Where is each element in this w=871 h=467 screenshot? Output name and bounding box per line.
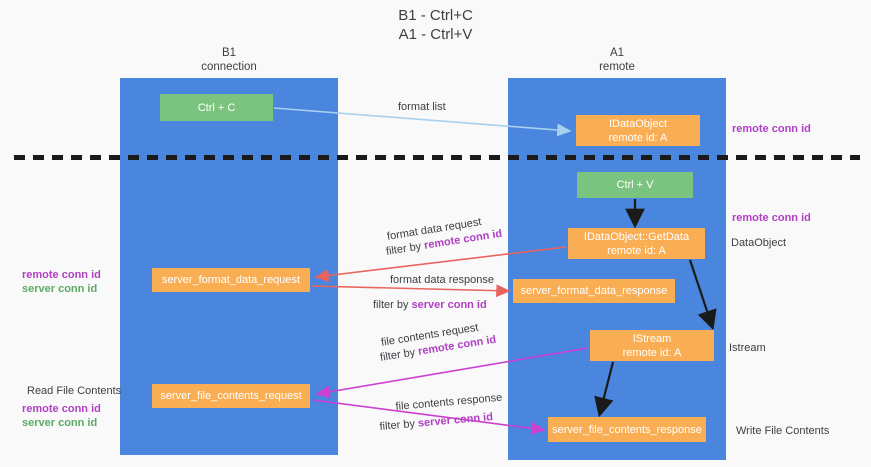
- phase-divider: [14, 155, 860, 160]
- filter-by-text-2: filter by: [373, 299, 412, 311]
- label-format-data-response: format data response: [390, 274, 494, 286]
- column-header-b1-role: connection: [201, 61, 257, 73]
- box-server-format-data-response-label: server_format_data_response: [520, 285, 668, 297]
- label-write-file-contents: Write File Contents: [736, 425, 830, 437]
- box-ctrl-c-label: Ctrl + C: [197, 101, 236, 114]
- box-server-file-contents-request-label: server_file_contents_request: [160, 390, 302, 402]
- label-left-server-conn-id-low: server conn id: [22, 417, 98, 429]
- column-header-a1-role: remote: [599, 61, 635, 73]
- column-header-a1: A1 remote: [508, 46, 726, 74]
- box-server-file-contents-request[interactable]: server_file_contents_request: [152, 384, 310, 408]
- label-left-conn-ids-low: remote conn id server conn id: [22, 402, 101, 430]
- filter-by-text-4: filter by: [379, 417, 419, 433]
- box-server-format-data-request-label: server_format_data_request: [161, 274, 301, 286]
- box-ctrl-c[interactable]: Ctrl + C: [160, 94, 273, 121]
- box-idataobject-getdata[interactable]: IDataObject::GetData remote id: A: [568, 228, 705, 259]
- box-idataobject-getdata-line1: IDataObject::GetData: [583, 230, 690, 243]
- label-left-conn-ids-mid: remote conn id server conn id: [22, 268, 101, 296]
- box-idataobject-line1: IDataObject: [608, 117, 668, 130]
- box-server-file-contents-response[interactable]: server_file_contents_response: [548, 417, 706, 442]
- box-ctrl-v-label: Ctrl + V: [616, 179, 654, 191]
- label-dataobject: DataObject: [731, 237, 787, 249]
- column-header-b1-name: B1: [221, 47, 237, 59]
- label-istream: Istream: [729, 342, 766, 354]
- title-line-2: A1 - Ctrl+V: [398, 26, 473, 43]
- box-server-format-data-response[interactable]: server_format_data_response: [513, 279, 675, 303]
- label-right-remote-conn-id-top: remote conn id: [732, 123, 811, 135]
- title-line-1: B1 - Ctrl+C: [398, 7, 473, 24]
- label-left-server-conn-id-mid: server conn id: [22, 283, 98, 295]
- box-idataobject-getdata-line2: remote id: A: [607, 244, 666, 257]
- label-left-remote-conn-id-low: remote conn id: [22, 403, 101, 415]
- server-conn-id-text-2: server conn id: [417, 411, 494, 430]
- box-idataobject-line2: remote id: A: [608, 131, 668, 144]
- label-left-remote-conn-id-mid: remote conn id: [22, 269, 101, 281]
- box-server-file-contents-response-label: server_file_contents_response: [552, 423, 702, 436]
- label-format-list: format list: [398, 101, 446, 113]
- box-istream[interactable]: IStream remote id: A: [590, 330, 714, 361]
- label-filter-by-server-conn-id-1: filter by server conn id: [373, 298, 487, 312]
- column-header-b1: B1 connection: [120, 46, 338, 74]
- label-right-remote-conn-id-mid: remote conn id: [732, 212, 811, 224]
- box-istream-line1: IStream: [632, 332, 672, 345]
- server-conn-id-text-1: server conn id: [411, 299, 487, 311]
- column-header-a1-name: A1: [609, 47, 625, 59]
- box-ctrl-v[interactable]: Ctrl + V: [577, 172, 693, 198]
- label-read-file-contents: Read File Contents: [27, 385, 122, 397]
- box-istream-line2: remote id: A: [622, 346, 682, 359]
- diagram-title: B1 - Ctrl+C A1 - Ctrl+V: [0, 6, 871, 44]
- box-idataobject[interactable]: IDataObject remote id: A: [576, 115, 700, 146]
- box-server-format-data-request[interactable]: server_format_data_request: [152, 268, 310, 292]
